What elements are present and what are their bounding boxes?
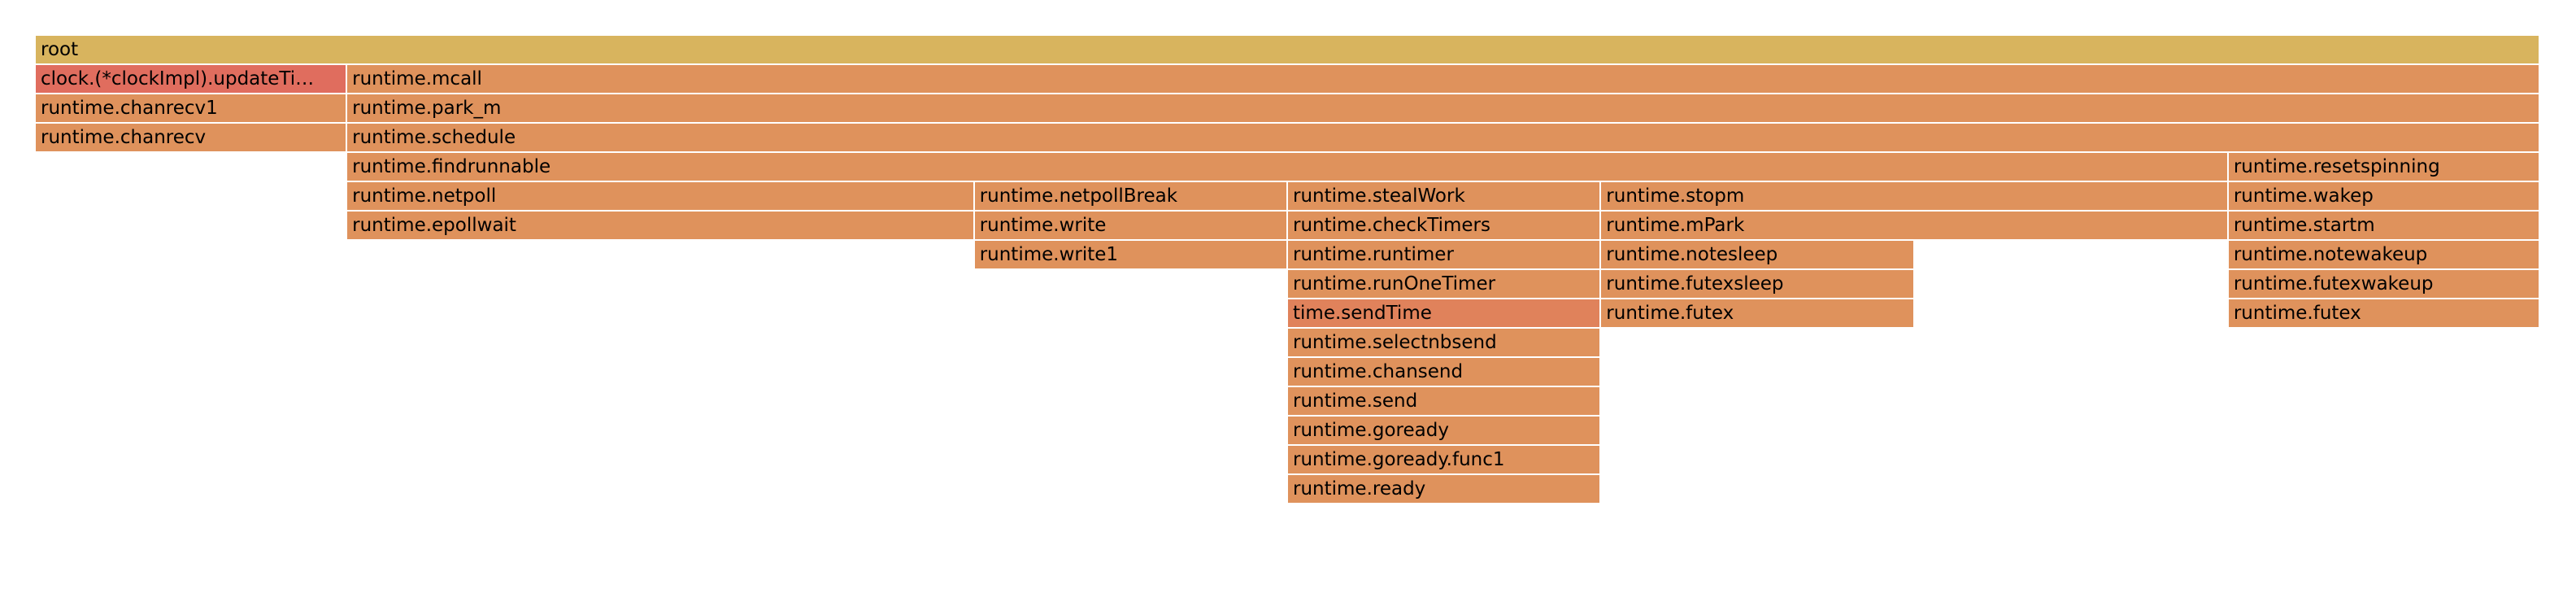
flame-frame[interactable]: runtime.futex xyxy=(1601,299,1915,329)
flame-frame[interactable]: runtime.mPark xyxy=(1601,212,2229,241)
flame-frame[interactable]: runtime.chansend xyxy=(1288,358,1602,387)
flame-frame[interactable]: runtime.stealWork xyxy=(1288,182,1602,212)
flame-frame[interactable]: runtime.runOneTimer xyxy=(1288,270,1602,299)
flame-frame[interactable]: runtime.wakep xyxy=(2228,182,2540,212)
flame-frame[interactable]: clock.(*clockImpl).updateTi… xyxy=(36,65,348,94)
flame-frame[interactable]: runtime.goready.func1 xyxy=(1288,446,1602,475)
flame-frame[interactable]: runtime.goready xyxy=(1288,417,1602,446)
flame-frame[interactable]: runtime.write xyxy=(974,212,1288,241)
flame-frame[interactable]: runtime.startm xyxy=(2228,212,2540,241)
flame-frame[interactable]: runtime.ready xyxy=(1288,475,1602,504)
flame-frame[interactable]: runtime.send xyxy=(1288,387,1602,417)
flame-frame[interactable]: runtime.netpoll xyxy=(347,182,975,212)
flame-frame[interactable]: runtime.checkTimers xyxy=(1288,212,1602,241)
flame-frame[interactable]: runtime.futex xyxy=(2228,299,2540,329)
flame-frame[interactable]: runtime.park_m xyxy=(347,94,2540,124)
flame-frame[interactable]: runtime.mcall xyxy=(347,65,2540,94)
flame-frame[interactable]: runtime.selectnbsend xyxy=(1288,329,1602,358)
flame-frame[interactable]: runtime.resetspinning xyxy=(2228,153,2540,182)
flame-frame[interactable]: runtime.stopm xyxy=(1601,182,2229,212)
flame-frame[interactable]: runtime.chanrecv xyxy=(36,124,348,153)
flame-frame[interactable]: runtime.netpollBreak xyxy=(974,182,1288,212)
flame-frame[interactable]: runtime.futexsleep xyxy=(1601,270,1915,299)
flame-frame[interactable]: runtime.schedule xyxy=(347,124,2540,153)
flame-frame[interactable]: root xyxy=(36,36,2540,65)
flame-frame[interactable]: time.sendTime xyxy=(1288,299,1602,329)
flame-frame[interactable]: runtime.chanrecv1 xyxy=(36,94,348,124)
flame-frame[interactable]: runtime.notesleep xyxy=(1601,241,1915,270)
flame-frame[interactable]: runtime.futexwakeup xyxy=(2228,270,2540,299)
flame-frame[interactable]: runtime.runtimer xyxy=(1288,241,1602,270)
flame-frame[interactable]: runtime.epollwait xyxy=(347,212,975,241)
flame-frame[interactable]: runtime.write1 xyxy=(974,241,1288,270)
flame-frame[interactable]: runtime.findrunnable xyxy=(347,153,2229,182)
flame-frame[interactable]: runtime.notewakeup xyxy=(2228,241,2540,270)
